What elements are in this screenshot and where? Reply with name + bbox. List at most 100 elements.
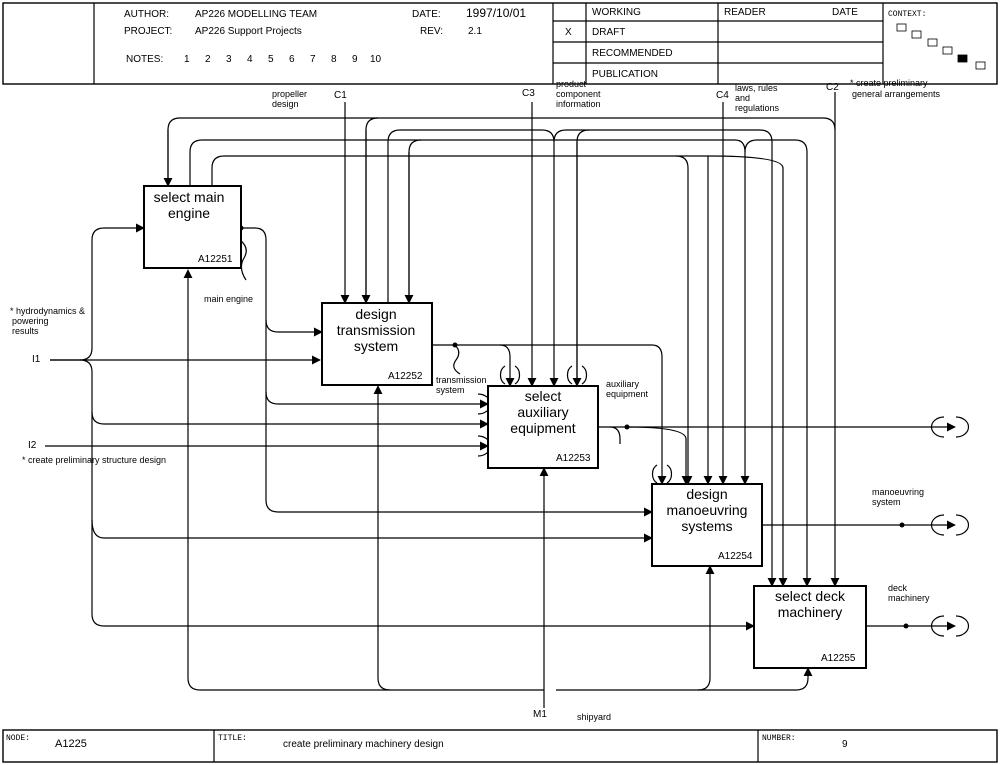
control-label-c3: C3: [522, 88, 535, 99]
note-number: 5: [268, 54, 274, 65]
author-value: AP226 MODELLING TEAM: [195, 9, 317, 20]
control-label-c1: C1: [334, 90, 347, 101]
activity-title: systems: [681, 518, 732, 534]
junction-dot: [903, 623, 909, 629]
mechanism-arrow: [373, 385, 391, 691]
title-label: TITLE:: [218, 734, 247, 743]
activity-title: equipment: [510, 420, 575, 436]
activity-node-number: A12254: [718, 551, 753, 562]
activity-node-number: A12253: [556, 453, 591, 464]
note-number: 8: [331, 54, 337, 65]
shipyard-label: shipyard: [577, 712, 611, 722]
status-working: WORKING: [592, 7, 641, 18]
author-label: AUTHOR:: [124, 9, 169, 20]
propeller-design-label: propeller: [272, 89, 307, 99]
activity-title: design: [686, 486, 727, 502]
notes-numbers: 1 2 3 4 5 6 7 8 9 10: [184, 54, 382, 65]
mechanism-arrow: [698, 667, 813, 691]
activity-box-select-main-engine: select main engine A12251: [143, 185, 242, 269]
note-number: 10: [370, 54, 382, 65]
date-value: 1997/10/01: [466, 6, 526, 20]
note-number: 4: [247, 54, 253, 65]
reader-label: READER: [724, 7, 766, 18]
control-label-c2: C2: [826, 82, 839, 93]
structure-design-label: * create preliminary structure design: [22, 455, 166, 465]
activity-node-number: A12255: [821, 653, 856, 664]
status-draft-mark: X: [565, 27, 572, 38]
activity-title: design: [355, 306, 396, 322]
date-label: DATE:: [412, 9, 441, 20]
auxiliary-label: equipment: [606, 389, 649, 399]
laws-label: laws, rules: [735, 83, 778, 93]
deck-label: deck: [888, 583, 908, 593]
input-label-i1: I1: [32, 354, 41, 365]
activity-title: engine: [168, 205, 210, 221]
activity-title: select main: [154, 189, 225, 205]
diagram-number: 9: [842, 739, 848, 750]
control-arrow: [365, 117, 379, 303]
note-number: 7: [310, 54, 316, 65]
note-number: 3: [226, 54, 232, 65]
label-leader: [239, 239, 247, 281]
hydrodynamics-label: * hydrodynamics &: [10, 306, 85, 316]
control-arrow: [387, 129, 559, 387]
control-arrow: [167, 117, 836, 186]
node-value: A1225: [55, 738, 87, 750]
note-number: 6: [289, 54, 295, 65]
laws-label: regulations: [735, 103, 780, 113]
status-recommended: RECOMMENDED: [592, 48, 673, 59]
input-arrow: [50, 223, 145, 361]
control-arrow: [744, 139, 812, 587]
input-arrow: [91, 519, 653, 543]
mechanism-arrow: [556, 565, 715, 691]
control-label-c4: C4: [716, 90, 729, 101]
control-arrow: [211, 155, 693, 485]
control-arrow: [553, 129, 777, 587]
input-label-i2: I2: [28, 440, 37, 451]
number-label: NUMBER:: [762, 734, 796, 743]
transmission-label: system: [436, 385, 465, 395]
note-number: 2: [205, 54, 211, 65]
reader-date-label: DATE: [832, 7, 858, 18]
activity-node-number: A12252: [388, 371, 423, 382]
control-arrow: [707, 155, 788, 587]
transmission-arrow: [500, 344, 667, 485]
control-arrow: [576, 129, 590, 386]
control-arrow: [676, 155, 713, 485]
product-component-label: product: [556, 79, 587, 89]
activity-title: auxiliary: [517, 404, 568, 420]
control-arrow: [408, 139, 422, 303]
propeller-design-label: design: [272, 99, 299, 109]
auxiliary-branch: [609, 426, 621, 444]
mechanism-arrow: [188, 270, 545, 708]
general-arrangements-label: * create preliminary: [850, 78, 928, 88]
note-number: 9: [352, 54, 358, 65]
deck-label: machinery: [888, 593, 930, 603]
rev-value: 2.1: [468, 26, 482, 37]
auxiliary-arrow: [626, 426, 691, 485]
label-leader: [453, 344, 461, 375]
project-value: AP226 Support Projects: [195, 26, 302, 37]
control-arrow: [189, 139, 750, 485]
product-component-label: component: [556, 89, 601, 99]
transmission-label: transmission: [436, 375, 487, 385]
product-component-label: information: [556, 99, 601, 109]
activity-title: machinery: [778, 604, 843, 620]
context-thumbnail: [896, 23, 986, 70]
main-engine-arrow: [265, 392, 653, 517]
activity-title: transmission: [337, 322, 416, 338]
manoeuvring-label: system: [872, 497, 901, 507]
main-engine-label: main engine: [204, 294, 253, 304]
input-arrow: [91, 412, 755, 631]
activity-box-select-deck-machinery: select deck machinery A12255: [753, 585, 867, 669]
hydrodynamics-label: results: [12, 326, 39, 336]
activity-node-number: A12251: [198, 254, 233, 265]
mechanism-label-m1: M1: [533, 709, 547, 720]
activity-title: manoeuvring: [667, 502, 748, 518]
status-draft: DRAFT: [592, 27, 625, 38]
laws-label: and: [735, 93, 750, 103]
hydrodynamics-label: powering: [12, 316, 49, 326]
activity-box-design-manoeuvring: design manoeuvring systems A12254: [651, 483, 763, 567]
